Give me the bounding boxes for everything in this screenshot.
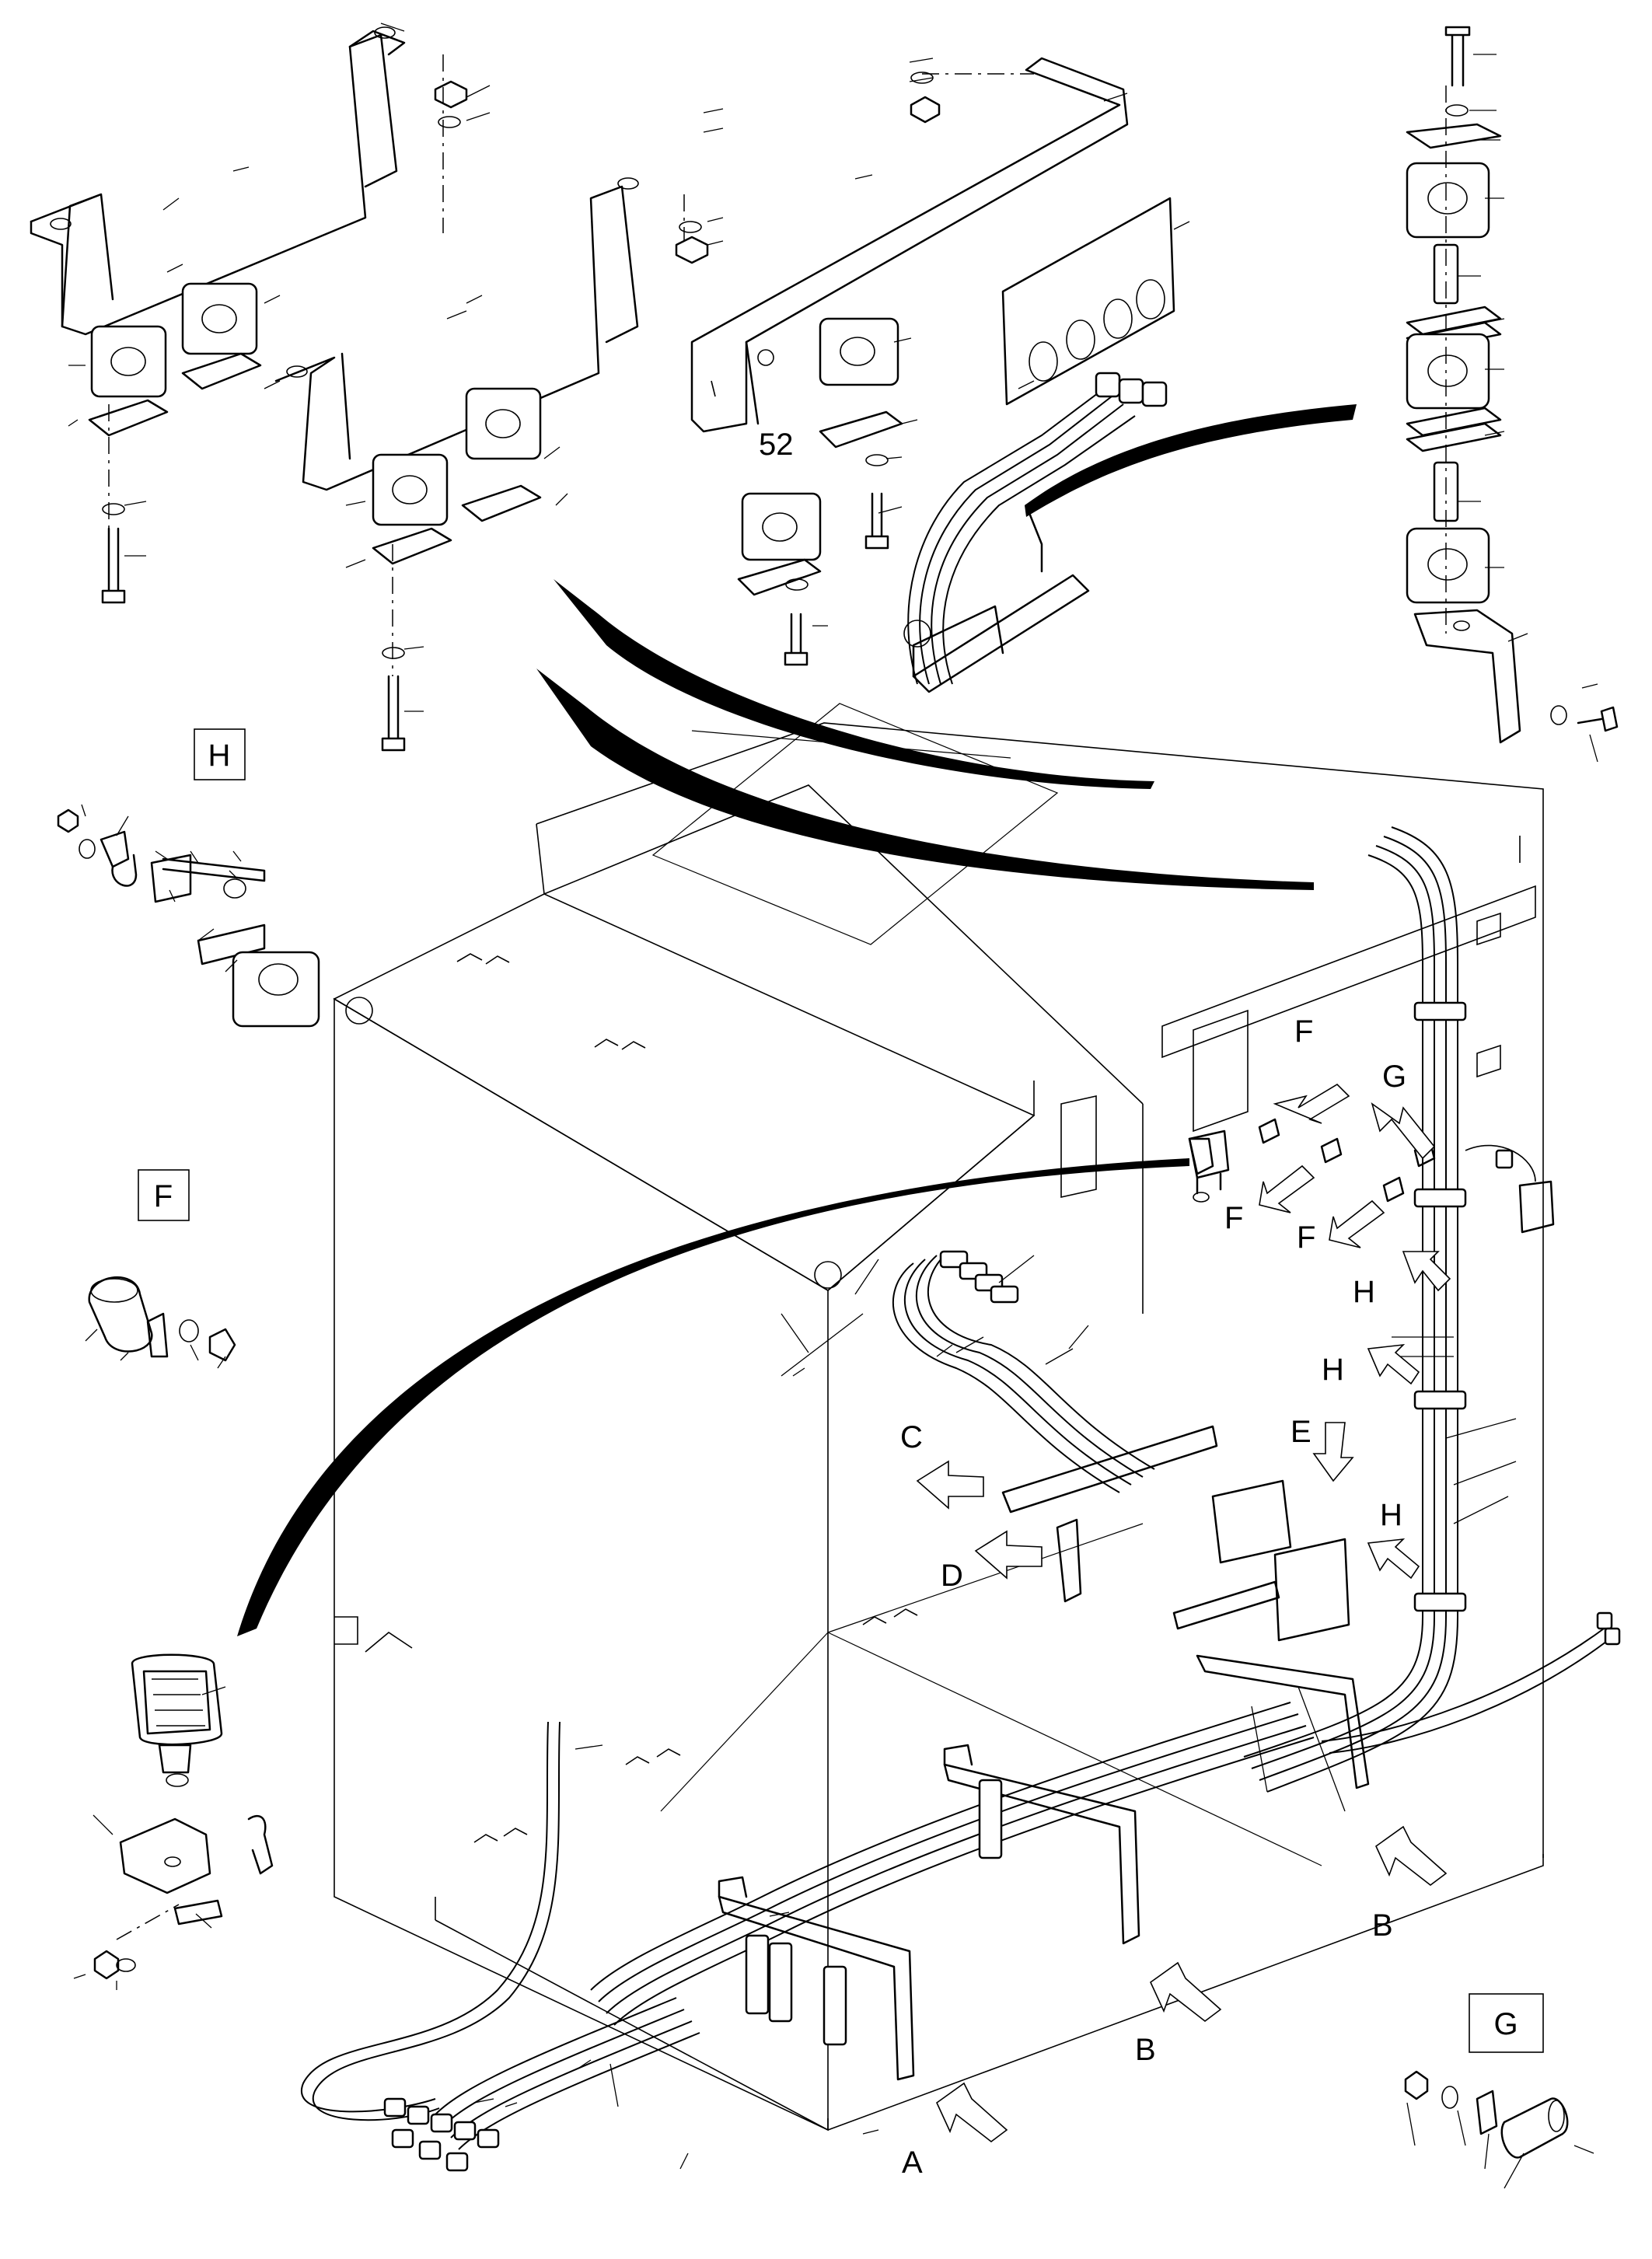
arrow-label-b-upper: B [1372,1908,1393,1943]
view-box-g-label: G [1493,2007,1518,2041]
view-box-f-label: F [154,1179,173,1213]
view-arrow-h2 [1367,1343,1420,1385]
view-arrows [916,1083,1451,2143]
view-box-h-label: H [208,738,231,773]
hose-bundles [300,1118,1621,2172]
view-arrow-d [974,1530,1043,1580]
arrow-label-f1: F [1294,1014,1313,1049]
right-clamp-stack [1243,26,1619,1793]
view-arrow-a [935,2082,1008,2143]
view-arrow-h1 [1402,1251,1451,1292]
center-support-bracket [690,57,1175,693]
cabinet-body [333,620,1544,2132]
view-box-h [194,728,246,780]
view-arrow-c [916,1460,984,1510]
detail-views [57,808,1569,2159]
arrow-label-f3: F [1297,1220,1315,1255]
left-mounting-brackets [30,26,709,752]
view-arrow-b-upper [1374,1825,1448,1887]
view-arrow-f3 [1329,1199,1385,1248]
view-arrow-g [1371,1102,1436,1160]
arrow-label-f2: F [1224,1201,1243,1235]
arrow-label-h2: H [1322,1353,1344,1387]
view-arrow-b-lower [1149,1961,1222,2023]
view-arrow-f2 [1259,1164,1315,1213]
arrow-label-d: D [941,1559,963,1593]
view-box-g [1469,1993,1544,2053]
arrow-label-c: C [900,1420,923,1454]
callout-arrows [237,404,1357,1636]
labels: 52 H F G A B B C D E F F F G H H H [138,428,1544,2180]
view-arrow-f1 [1273,1083,1350,1124]
arrow-label-h1: H [1353,1275,1375,1309]
arrow-label-g: G [1382,1060,1406,1094]
arrow-label-a: A [902,2146,923,2180]
arrow-label-e: E [1291,1415,1311,1449]
arrow-label-h3: H [1380,1498,1402,1532]
leader-lines [68,23,1598,2189]
view-arrow-e [1312,1422,1354,1482]
view-arrow-h3 [1367,1538,1420,1580]
arrow-label-b-lower: B [1135,2033,1156,2067]
part-number-label: 52 [759,428,794,462]
view-box-f [138,1169,190,1221]
